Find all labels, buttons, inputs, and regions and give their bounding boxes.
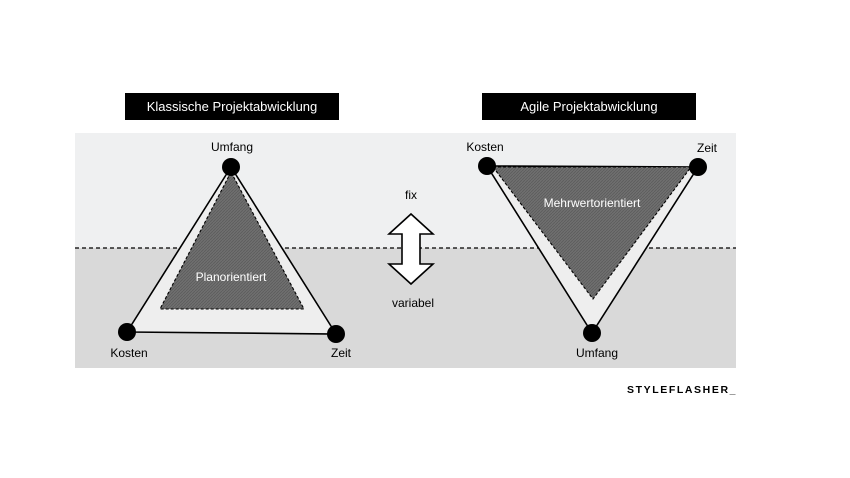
classic-inner-triangle [159, 170, 305, 310]
double-arrow-icon [386, 212, 436, 286]
agile-vertex-right [689, 158, 707, 176]
agile-inner-triangle [491, 166, 693, 300]
classic-title: Klassische Projektabwicklung [125, 93, 339, 120]
agile-center-label: Mehrwertorientiert [544, 196, 641, 210]
classic-label-zeit: Zeit [331, 346, 352, 360]
agile-label-kosten: Kosten [466, 140, 503, 154]
classic-vertex-top [222, 158, 240, 176]
brand-logo: STYLEFLASHER_ [627, 384, 738, 396]
label-variabel: variabel [392, 296, 434, 310]
agile-title: Agile Projektabwicklung [482, 93, 696, 120]
agile-label-umfang: Umfang [576, 346, 618, 360]
label-fix: fix [405, 188, 417, 202]
agile-vertex-left [478, 157, 496, 175]
classic-center-label: Planorientiert [196, 270, 267, 284]
agile-vertex-bottom [583, 324, 601, 342]
classic-label-kosten: Kosten [110, 346, 147, 360]
agile-label-zeit: Zeit [697, 141, 718, 155]
classic-label-umfang: Umfang [211, 140, 253, 154]
classic-vertex-left [118, 323, 136, 341]
classic-vertex-right [327, 325, 345, 343]
